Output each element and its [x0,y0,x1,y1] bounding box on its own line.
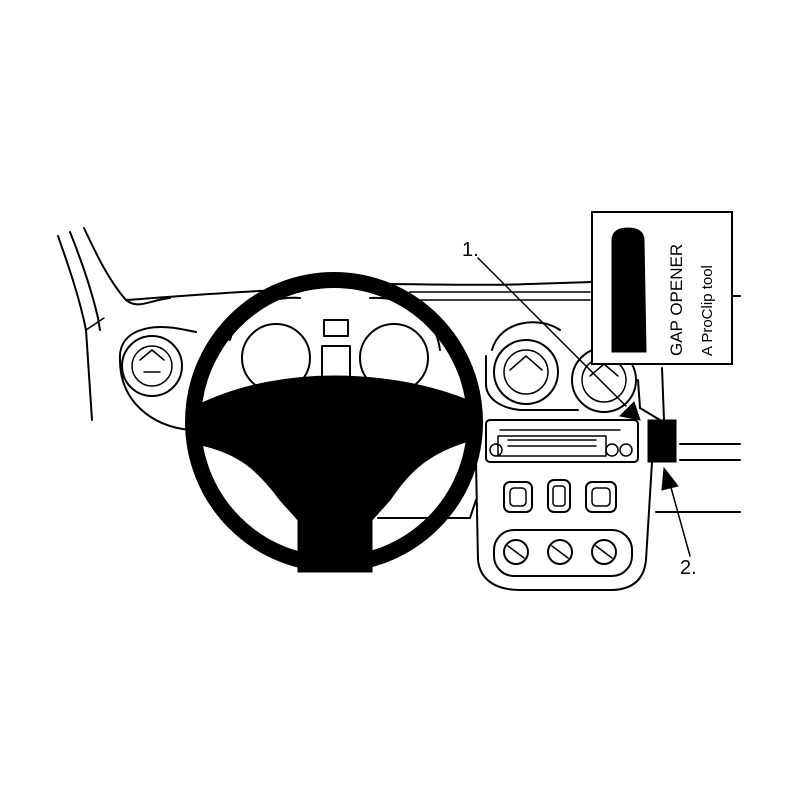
callout-label-2: 2. [680,557,697,579]
inset-text-line1: GAP OPENER [667,244,686,356]
inset-text-line2: A ProClip tool [699,265,716,356]
callout-1: 1. [462,239,641,421]
arrow-head-1 [618,401,641,421]
center-vents [485,321,641,413]
a-pillar [57,227,171,421]
radio-head-unit [485,419,639,463]
callout-2: 2. [661,466,697,579]
callout-label-1: 1. [462,239,479,261]
left-air-vent [118,326,197,431]
steering-wheel [185,272,483,573]
gap-opener-inset: GAP OPENER A ProClip tool [591,211,733,365]
arrow-head-2 [661,466,679,491]
center-console [475,461,653,591]
mount-bracket [647,367,677,463]
right-dash-lines [377,407,741,519]
gap-opener-tool-icon [611,227,647,353]
